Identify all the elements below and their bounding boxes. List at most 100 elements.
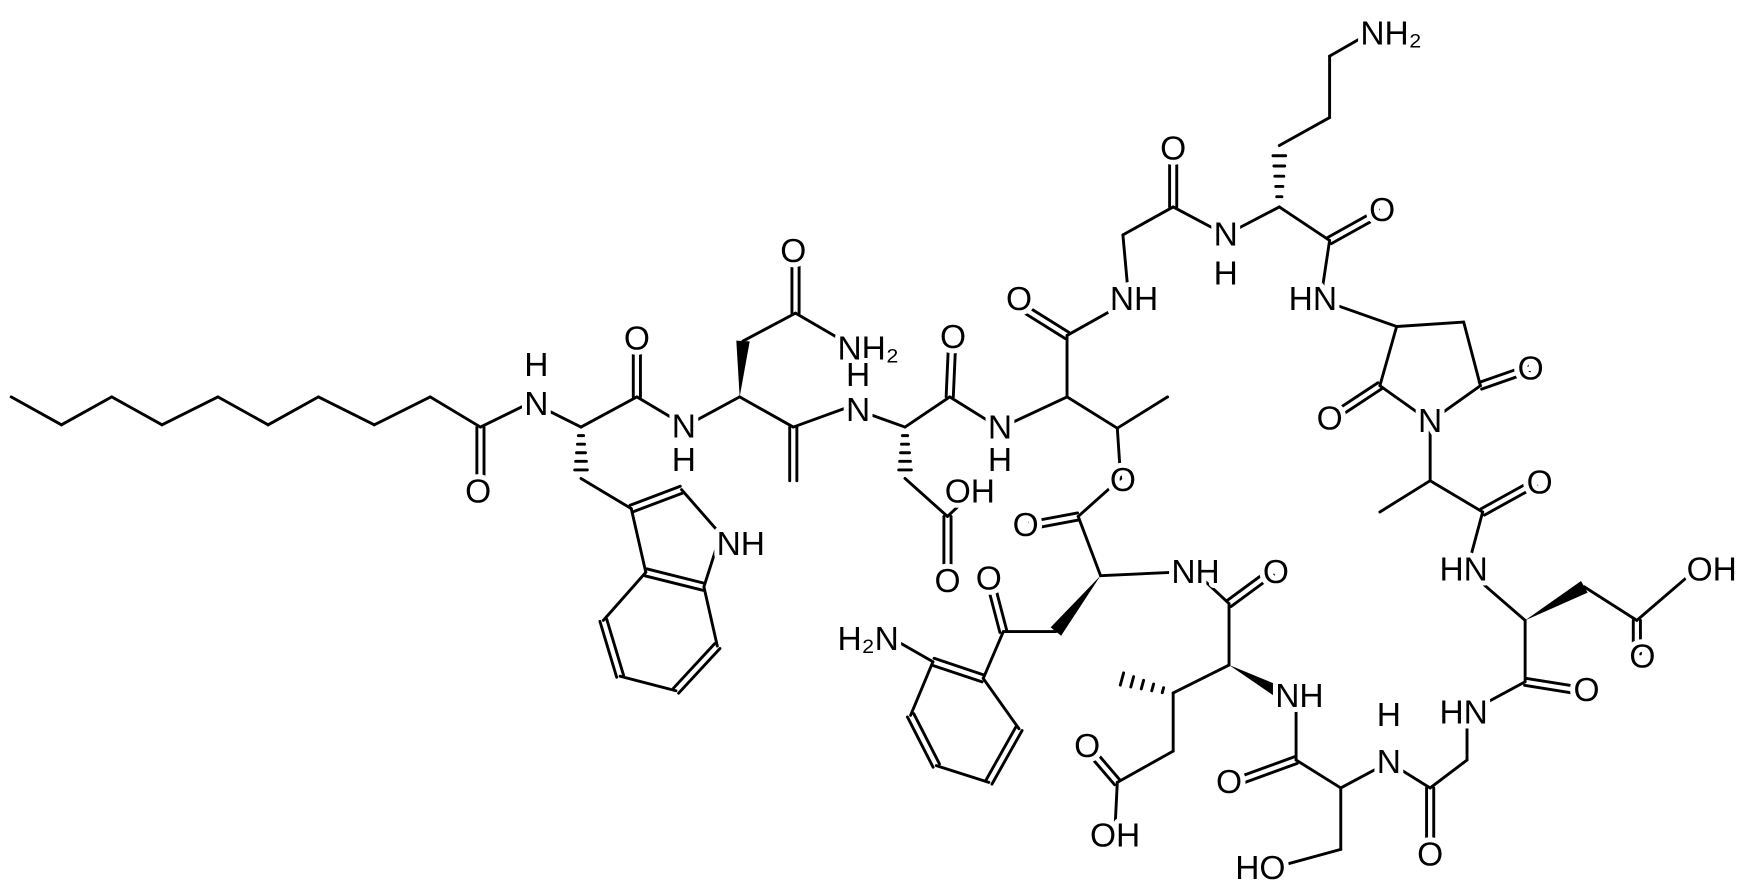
bond <box>1294 758 1343 790</box>
atom-label: N <box>988 410 1012 447</box>
atom-label: O <box>1417 836 1443 873</box>
atom-label: N <box>1214 216 1238 253</box>
bond <box>1395 320 1466 328</box>
atom-label: O <box>1160 130 1186 167</box>
atom-label: H <box>1214 255 1238 292</box>
bond <box>791 403 857 429</box>
atom-label: NH <box>1110 281 1158 318</box>
bond <box>216 395 270 427</box>
bond <box>579 395 639 429</box>
bond <box>1115 426 1123 480</box>
bond <box>1462 320 1482 388</box>
atom-label: H <box>988 442 1012 479</box>
bond <box>903 477 949 518</box>
bond <box>59 395 114 427</box>
bond <box>160 395 220 427</box>
bond <box>1115 749 1175 784</box>
bond <box>316 395 376 427</box>
atom-label: NH <box>1171 554 1219 591</box>
atom-label: O <box>1518 350 1544 387</box>
bond <box>1028 511 1080 524</box>
bonds <box>9 32 1695 868</box>
atom-label: N <box>1377 744 1401 781</box>
atom-label: N <box>1418 403 1442 440</box>
bond <box>1378 479 1432 514</box>
bond <box>671 642 717 690</box>
bond <box>1465 568 1527 622</box>
atom-label: O <box>1263 554 1289 591</box>
bond <box>372 395 432 427</box>
bond <box>1277 205 1332 242</box>
bond <box>1121 233 1130 298</box>
bond <box>903 395 952 429</box>
bond <box>993 582 1009 633</box>
atom-label: N <box>672 409 696 446</box>
bond <box>1171 205 1228 237</box>
bond <box>1477 364 1529 384</box>
bond <box>986 584 1002 634</box>
bond <box>909 660 935 717</box>
bond <box>601 570 648 622</box>
hash-bond <box>1118 671 1126 687</box>
bond <box>932 656 986 677</box>
bond <box>1329 214 1384 246</box>
atom-label: O <box>934 563 960 600</box>
atom-label: OH <box>1090 817 1140 854</box>
bond <box>930 663 984 684</box>
bond <box>1091 747 1122 782</box>
atom-label: NH <box>717 526 765 563</box>
bond <box>856 408 907 429</box>
atom-label: O <box>976 561 1002 598</box>
atom-label: O <box>1006 281 1032 318</box>
hash-bond <box>1139 678 1146 691</box>
bond <box>1479 478 1535 511</box>
atom-label: OH <box>945 473 995 510</box>
bond <box>1076 514 1103 578</box>
atom-label: O <box>940 319 966 356</box>
bond <box>677 647 722 695</box>
bond <box>1480 370 1532 391</box>
atom-label: HO <box>1235 850 1285 887</box>
bond <box>266 395 320 427</box>
atom-label: NH₂ <box>1360 15 1421 52</box>
bond <box>1524 676 1584 689</box>
bond <box>1635 570 1695 622</box>
bond <box>9 395 63 427</box>
bond <box>951 345 957 399</box>
bond <box>905 715 935 769</box>
atom-label: O <box>465 473 491 510</box>
atom-label: H <box>672 442 696 479</box>
bond <box>682 395 742 429</box>
atom-label: O <box>1216 764 1242 801</box>
bond <box>1194 570 1231 606</box>
atom-label: HN <box>1289 281 1337 318</box>
hash-bond <box>1160 686 1166 695</box>
bond <box>984 725 1018 783</box>
bond <box>1277 847 1343 868</box>
bond <box>1076 477 1123 518</box>
bond <box>628 484 682 507</box>
atom-label: O <box>1527 464 1553 501</box>
atom-label: O <box>1110 462 1136 499</box>
wedge-bond <box>1229 665 1289 702</box>
atom-label: NH₂ <box>837 330 898 367</box>
bond <box>1121 205 1175 237</box>
bond <box>1387 760 1432 790</box>
bond <box>1115 395 1170 430</box>
atom-label: H <box>1377 697 1401 734</box>
atom-label: O <box>1074 728 1100 765</box>
atom-label: O <box>1317 401 1343 438</box>
bond <box>1171 663 1231 695</box>
wedge-bond <box>736 340 750 397</box>
bond <box>579 477 633 511</box>
atom-label: O <box>1629 639 1655 676</box>
bond <box>1065 395 1119 430</box>
bond <box>1378 384 1432 423</box>
atom-label: OH <box>1687 552 1737 589</box>
bond <box>912 712 941 766</box>
bond <box>990 729 1024 786</box>
bond <box>1339 760 1391 790</box>
bond <box>948 395 1002 430</box>
wedge-bond <box>1050 575 1101 636</box>
bond <box>643 574 705 592</box>
